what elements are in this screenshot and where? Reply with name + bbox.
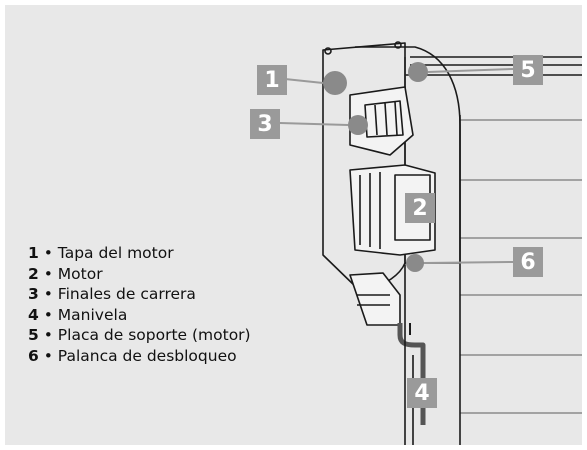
support-plate-marker [408, 62, 428, 82]
shutter-casing [405, 56, 582, 76]
release-lever-marker [406, 254, 424, 272]
crank-arm [397, 323, 426, 425]
gear-housing [349, 86, 414, 156]
support-plate-outline [355, 46, 461, 264]
callout-badge-1: 1 [257, 65, 287, 95]
limit-switch-marker [348, 115, 368, 135]
legend-item-5: 5 • Placa de soporte (motor) [28, 326, 251, 344]
motor-illustration [279, 41, 582, 445]
legend-item-3: 3 • Finales de carrera [28, 285, 196, 303]
motor-body [349, 164, 436, 256]
callout-badge-2: 2 [405, 193, 435, 223]
callout-badge-3: 3 [250, 109, 280, 139]
parts-legend: 1 • Tapa del motor 2 • Motor 3 • Finales… [28, 243, 251, 366]
callout-badge-4: 4 [407, 378, 437, 408]
cover-marker [323, 71, 347, 95]
legend-item-6: 6 • Palanca de desbloqueo [28, 346, 237, 365]
callout-badge-6: 6 [513, 247, 543, 277]
legend-item-1: 1 • Tapa del motor [28, 244, 174, 262]
diagram-frame: 1 3 5 2 6 4 1 • Tapa del motor 2 • Motor… [5, 5, 582, 445]
callout-badge-5: 5 [513, 55, 543, 85]
legend-item-4: 4 • Manivela [28, 305, 128, 324]
legend-item-2: 2 • Motor [28, 264, 103, 283]
